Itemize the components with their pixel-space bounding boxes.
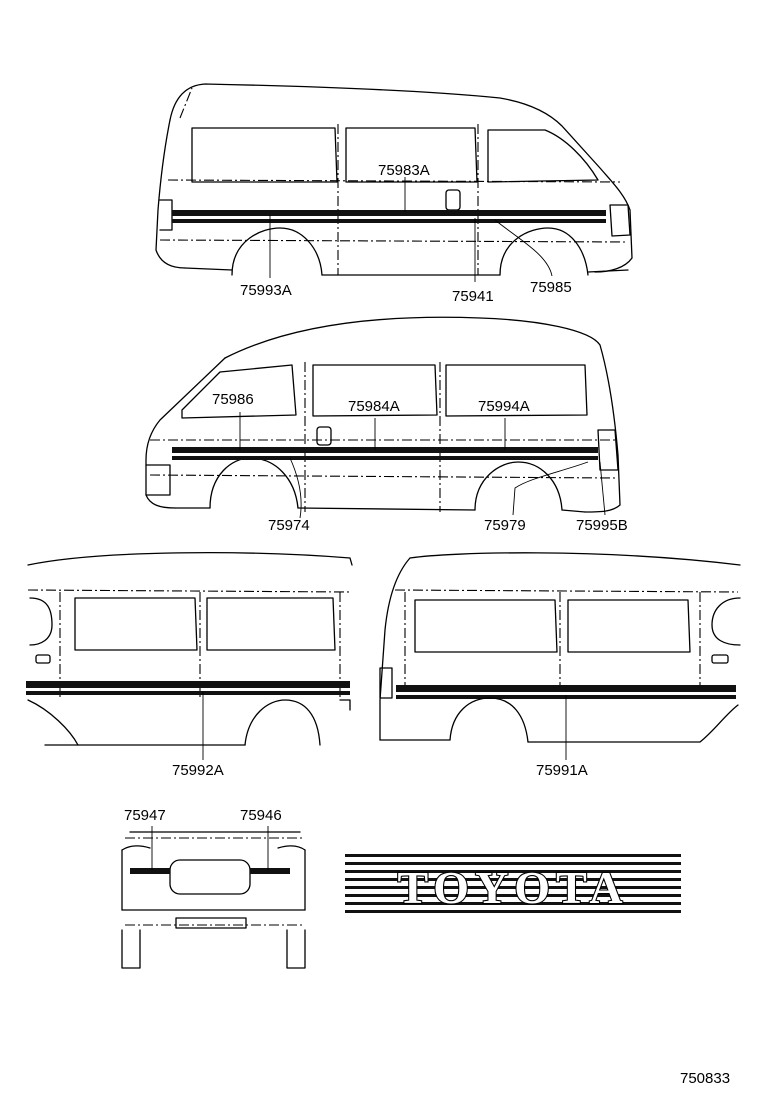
partial-side-view-a	[26, 552, 353, 760]
part-label: 75986	[212, 391, 254, 408]
toyota-logo-emblem: TOYOTA	[345, 854, 681, 914]
part-label: 75947	[124, 807, 166, 824]
window-mid-left	[345, 127, 478, 183]
van-side-view-left	[155, 83, 633, 282]
window-front-right	[181, 364, 297, 419]
diagram-id: 750833	[680, 1070, 730, 1087]
window-rear-left	[191, 127, 338, 183]
license-plate-recess	[169, 859, 251, 895]
door-handle-icon	[445, 189, 461, 211]
part-label: 75979	[484, 517, 526, 534]
window-mid-right	[312, 364, 438, 417]
part-label: 75974	[268, 517, 310, 534]
van-rear-view	[121, 826, 306, 969]
window-partial-b1	[414, 599, 558, 653]
part-label: 75992A	[172, 762, 224, 779]
part-label: 75994A	[478, 398, 530, 415]
window-partial-a1	[74, 597, 198, 651]
part-label: 75941	[452, 288, 494, 305]
part-label: 75993A	[240, 282, 292, 299]
side-stripe-left	[172, 210, 606, 216]
part-label: 75984A	[348, 398, 400, 415]
partial-side-view-b	[379, 552, 741, 760]
van-side-view-right	[145, 316, 621, 519]
door-handle-icon	[316, 426, 332, 446]
window-partial-b2	[567, 599, 691, 653]
part-label: 75995B	[576, 517, 628, 534]
part-label: 75983A	[378, 162, 430, 179]
part-label: 75985	[530, 279, 572, 296]
window-front-left	[487, 129, 599, 183]
window-partial-a2	[206, 597, 336, 651]
window-rear-right	[445, 364, 588, 417]
logo-text: TOYOTA	[397, 862, 628, 913]
side-stripe-right	[172, 447, 598, 453]
part-label: 75946	[240, 807, 282, 824]
part-label: 75991A	[536, 762, 588, 779]
